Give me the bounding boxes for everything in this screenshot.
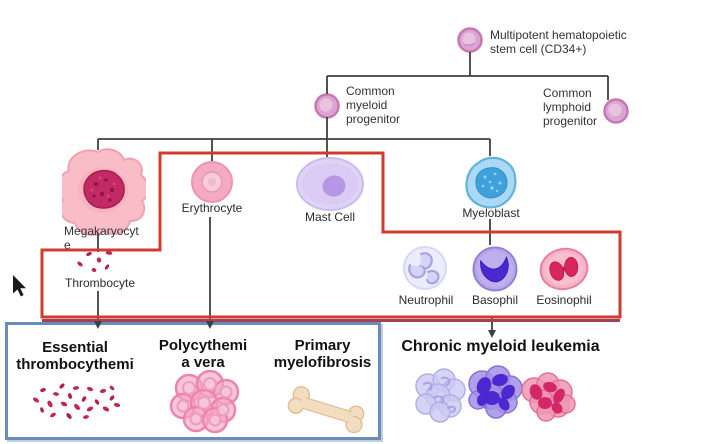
- stem-cell-label-line1: Multipotent hematopoietic: [490, 28, 627, 42]
- myeloid-progenitor-label: Common myeloid progenitor: [346, 84, 401, 127]
- polycythemia-vera-label: Polycythemi a vera: [158, 337, 248, 371]
- mast-cell-label: Mast Cell: [304, 210, 355, 224]
- essential-thrombocythemia-label: Essential thrombocythemi: [16, 339, 134, 373]
- stem-cell-label: Multipotent hematopoietic stem cell (CD3…: [490, 28, 650, 56]
- mouse-cursor-icon: [13, 275, 26, 297]
- cml-neutrophil-cluster: [415, 368, 466, 423]
- eosinophil-label: Eosinophil: [536, 293, 592, 307]
- chronic-myeloid-leukemia-label: Chronic myeloid leukemia: [401, 338, 600, 355]
- myeloblast-illustration: [465, 156, 517, 209]
- megakaryocyte-label: Megakaryocyt e: [64, 224, 139, 253]
- erythrocyte-label: Erythrocyte: [181, 201, 243, 215]
- mast-cell-illustration: [296, 157, 364, 211]
- neutrophil-illustration: [403, 246, 447, 290]
- stem-cell-label-line2: stem cell (CD34+): [490, 42, 587, 57]
- myeloid-progenitor-illustration: [314, 93, 340, 119]
- eosinophil-illustration: [539, 247, 589, 291]
- stem-cell-illustration: [457, 27, 483, 53]
- primary-myelofibrosis-label: Primary myelofibrosis: [273, 337, 372, 371]
- basophil-illustration: [472, 246, 518, 292]
- polycythemia-vera-illustration: [169, 370, 240, 434]
- neutrophil-label: Neutrophil: [398, 293, 454, 307]
- lymphoid-progenitor-illustration: [603, 98, 629, 124]
- thrombocyte-illustration: [77, 251, 113, 273]
- thrombocyte-label: Thrombocyte: [64, 276, 136, 290]
- essential-thrombocythemia-illustration: [32, 383, 121, 419]
- megakaryocyte-nucleus: [83, 169, 125, 209]
- lymphoid-progenitor-label: Common lymphoid progenitor: [543, 86, 598, 129]
- erythrocyte-illustration: [191, 161, 233, 203]
- bone-illustration: [287, 386, 365, 434]
- myeloblast-label: Myeloblast: [462, 206, 520, 220]
- disease-group-box: [5, 322, 381, 440]
- myeloblast-nucleus: [475, 167, 508, 199]
- basophil-label: Basophil: [471, 293, 519, 307]
- cml-eosinophil-cluster: [521, 372, 576, 422]
- cml-cells-illustration: [415, 365, 576, 423]
- cml-basophil-cluster: [468, 365, 523, 419]
